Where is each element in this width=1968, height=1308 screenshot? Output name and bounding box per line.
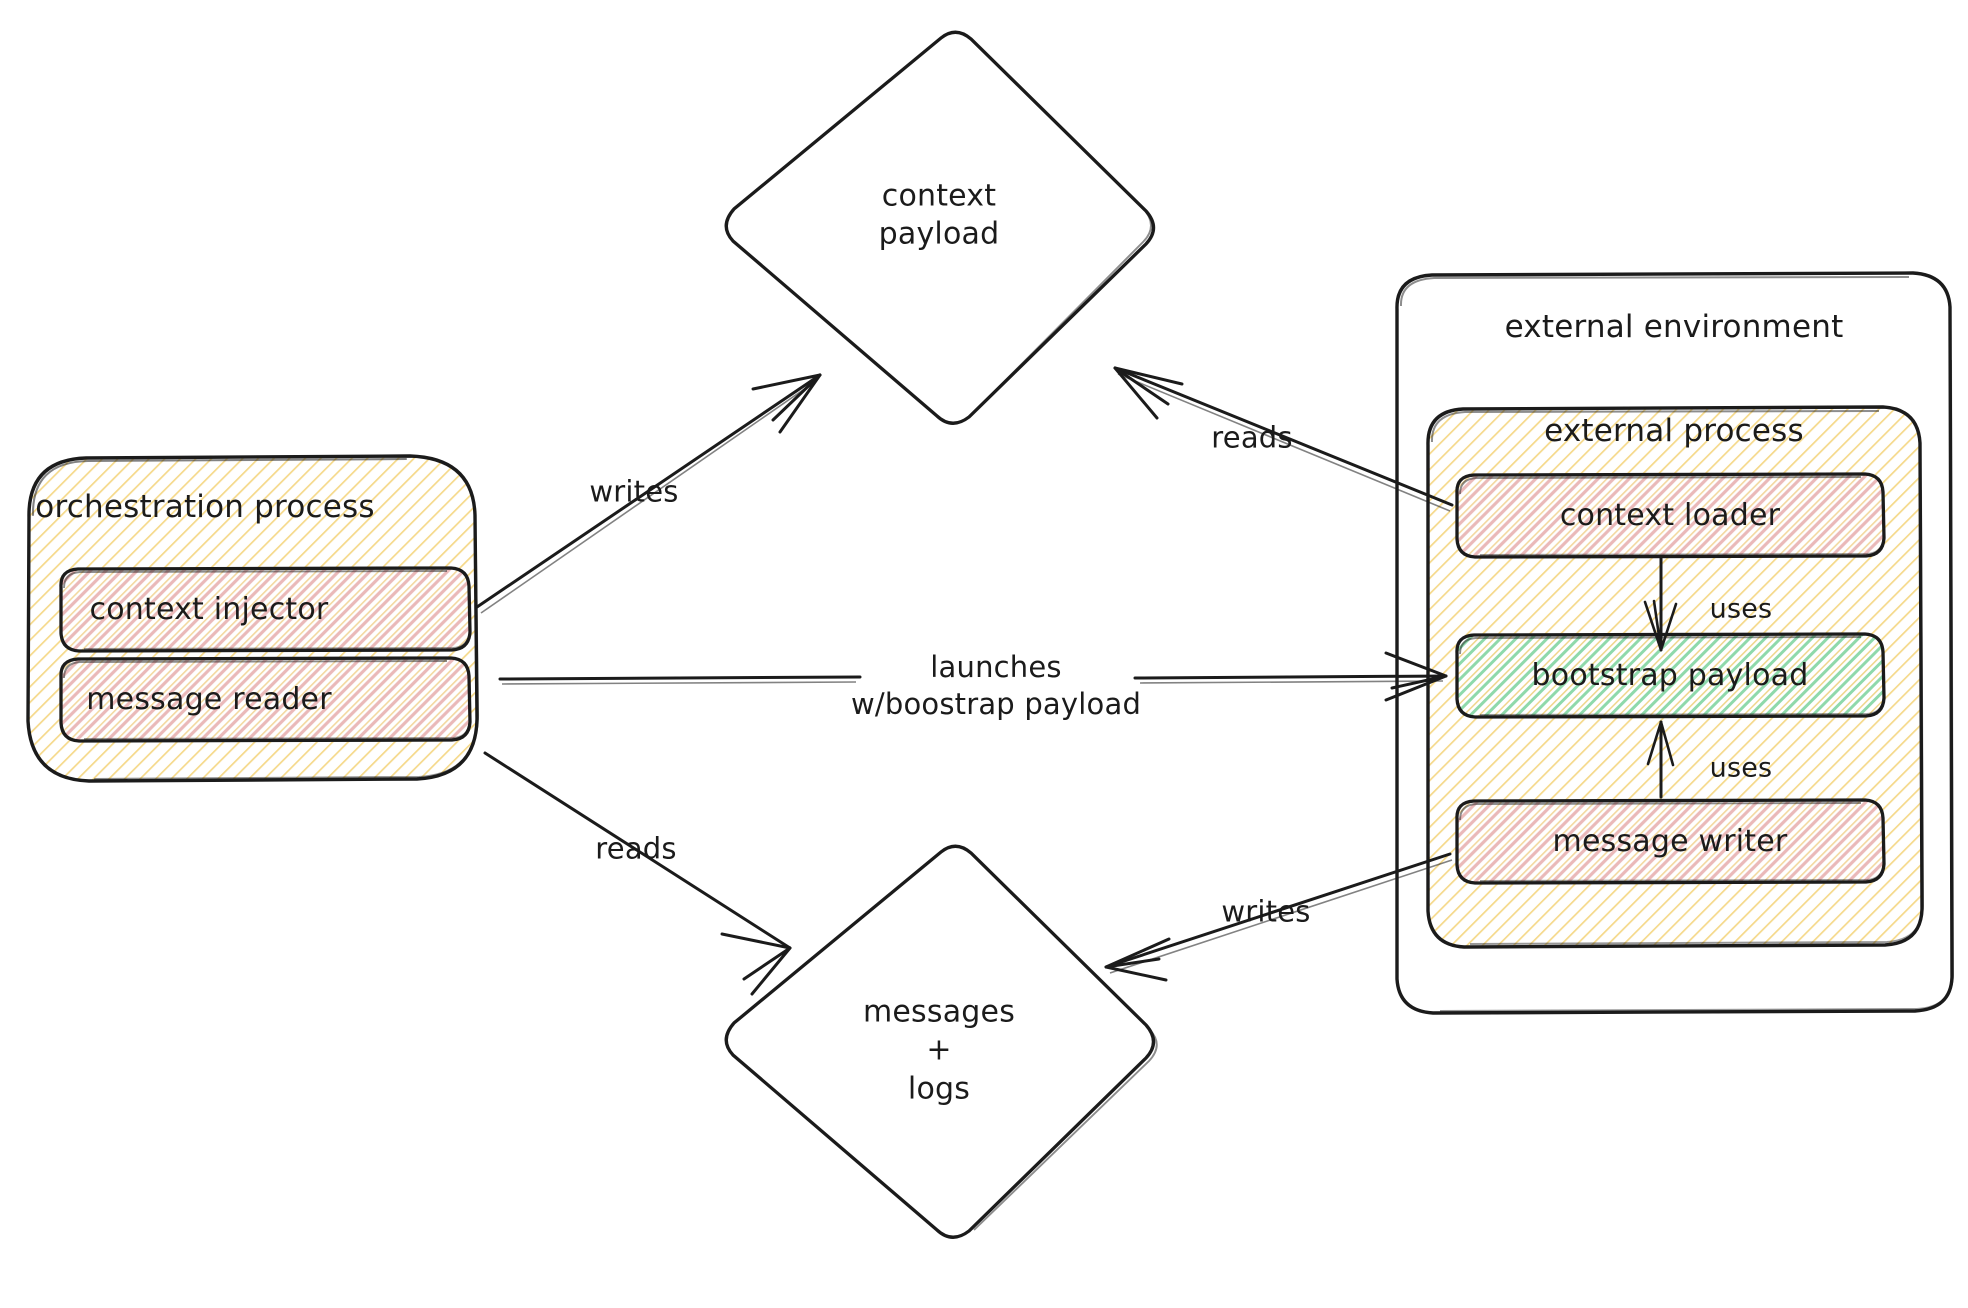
- context-payload-line-2: payload: [878, 217, 1000, 252]
- node-label-context-payload: context payload: [879, 178, 1000, 255]
- node-label-message-writer: message writer: [1552, 823, 1788, 859]
- messages-logs-line-1: messages: [862, 994, 1016, 1030]
- messages-logs-line-2: +: [926, 1032, 952, 1068]
- context-payload-line-1: context: [881, 178, 997, 214]
- node-bootstrap-payload[interactable]: [1455, 632, 1886, 719]
- group-label-orchestration-process: orchestration process: [35, 489, 375, 526]
- node-context-injector[interactable]: [59, 566, 472, 653]
- node-label-context-loader: context loader: [1559, 497, 1781, 533]
- edge-label-reads-messages: reads: [595, 831, 677, 866]
- node-messages-logs[interactable]: [724, 844, 1158, 1239]
- edge-label-uses-loader: uses: [1709, 593, 1773, 625]
- group-label-external-environment: external environment: [1504, 309, 1844, 346]
- edge-label-launches: launches w/boostrap payload: [851, 649, 1141, 723]
- edge-reads-messages: [483, 751, 792, 996]
- edge-writes-context: [475, 373, 822, 614]
- node-message-writer[interactable]: [1455, 798, 1886, 885]
- edge-label-reads-context: reads: [1211, 420, 1293, 455]
- edge-label-launches-line-2: w/boostrap payload: [850, 687, 1142, 721]
- edge-writes-messages: [1104, 852, 1453, 982]
- node-label-context-injector: context injector: [89, 591, 329, 627]
- edge-uses-writer: [1646, 720, 1675, 799]
- node-message-reader[interactable]: [59, 656, 472, 743]
- node-context-payload[interactable]: [724, 30, 1156, 425]
- edge-label-launches-line-1: launches: [930, 649, 1062, 684]
- edge-label-writes-context: writes: [589, 474, 679, 509]
- group-label-external-process: external process: [1544, 413, 1804, 450]
- edge-launches: [498, 651, 1448, 702]
- node-label-message-reader: message reader: [86, 681, 332, 717]
- node-label-bootstrap-payload: bootstrap payload: [1531, 657, 1809, 693]
- edge-label-uses-writer: uses: [1709, 752, 1773, 784]
- edge-reads-context: [1113, 366, 1454, 512]
- edge-uses-loader: [1643, 556, 1678, 652]
- messages-logs-line-3: logs: [907, 1071, 971, 1107]
- edge-label-writes-messages: writes: [1221, 894, 1311, 929]
- node-context-loader[interactable]: [1455, 472, 1886, 559]
- node-label-messages-logs: messages + logs: [863, 993, 1015, 1108]
